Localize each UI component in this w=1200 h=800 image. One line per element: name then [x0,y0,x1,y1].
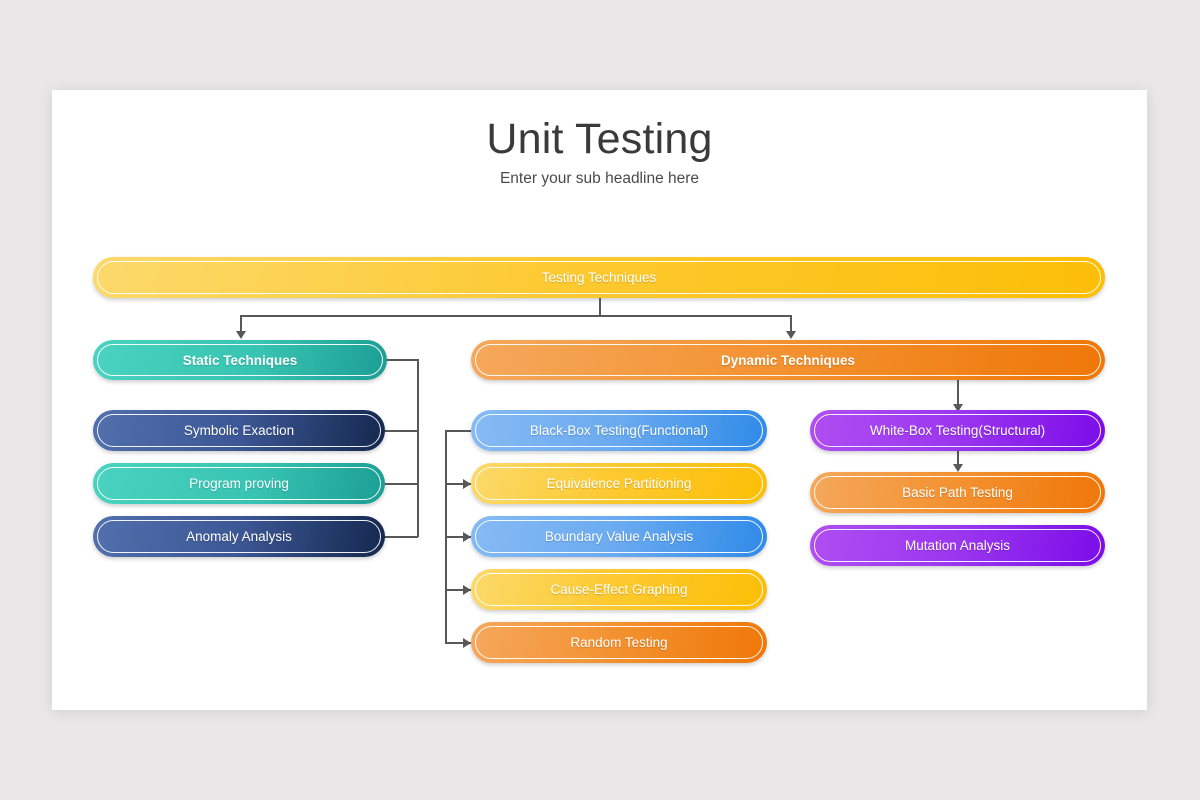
arrow-to-dynamic-icon [786,331,796,339]
node-label: Basic Path Testing [902,485,1013,500]
node-label: Cause-Effect Graphing [550,582,688,597]
node-equivalence-partitioning[interactable]: Equivalence Partitioning [471,463,767,504]
node-label: Mutation Analysis [904,538,1011,553]
connector-static-trunk [417,359,419,537]
node-symbolic-exaction[interactable]: Symbolic Exaction [93,410,385,451]
arrow-middle-child-4-icon [463,585,471,595]
node-label: Equivalence Partitioning [546,476,692,491]
arrow-basicpath-icon [953,464,963,472]
node-program-proving[interactable]: Program proving [93,463,385,504]
node-label: Dynamic Techniques [720,352,856,368]
slide-card: Unit Testing Enter your sub headline her… [52,90,1147,710]
arrow-middle-child-2-icon [463,479,471,489]
arrow-whitebox-icon [953,404,963,412]
connector-static-to-child-1 [362,430,418,432]
node-label: Testing Techniques [541,270,657,285]
node-label: Boundary Value Analysis [544,529,694,544]
connector-static-out [387,359,418,361]
node-label: Anomaly Analysis [186,529,292,544]
arrow-middle-child-5-icon [463,638,471,648]
connector-middle-to-child-3 [445,536,471,538]
node-cause-effect-graphing[interactable]: Cause-Effect Graphing [471,569,767,610]
connector-root-stem [599,298,601,316]
connector-to-static [240,315,242,332]
connector-blackbox-out [445,430,471,432]
arrow-middle-child-3-icon [463,532,471,542]
arrow-to-static-icon [236,331,246,339]
node-label: Symbolic Exaction [183,423,295,438]
node-black-box-testing[interactable]: Black-Box Testing(Functional) [471,410,767,451]
node-boundary-value-analysis[interactable]: Boundary Value Analysis [471,516,767,557]
node-random-testing[interactable]: Random Testing [471,622,767,663]
connector-middle-to-child-4 [445,589,471,591]
node-label: Program proving [189,476,289,491]
node-label: Random Testing [570,635,668,650]
node-white-box-testing[interactable]: White-Box Testing(Structural) [810,410,1105,451]
connector-middle-to-child-5 [445,642,471,644]
connector-static-to-child-2 [362,483,418,485]
node-dynamic-techniques[interactable]: Dynamic Techniques [471,340,1105,380]
node-label: Black-Box Testing(Functional) [529,423,709,438]
page-title: Unit Testing [486,115,713,163]
node-label: Static Techniques [182,352,298,368]
connector-root-bus [240,315,791,317]
connector-to-dynamic [790,315,792,332]
connector-middle-to-child-2 [445,483,471,485]
node-testing-techniques[interactable]: Testing Techniques [93,257,1105,298]
connector-static-to-child-3 [362,536,418,538]
node-label: White-Box Testing(Structural) [869,423,1046,438]
node-anomaly-analysis[interactable]: Anomaly Analysis [93,516,385,557]
node-static-techniques[interactable]: Static Techniques [93,340,387,380]
node-basic-path-testing[interactable]: Basic Path Testing [810,472,1105,513]
page-subtitle: Enter your sub headline here [499,170,700,187]
connector-dynamic-to-whitebox [957,380,959,406]
node-mutation-analysis[interactable]: Mutation Analysis [810,525,1105,566]
connector-whitebox-to-basicpath [957,451,959,466]
